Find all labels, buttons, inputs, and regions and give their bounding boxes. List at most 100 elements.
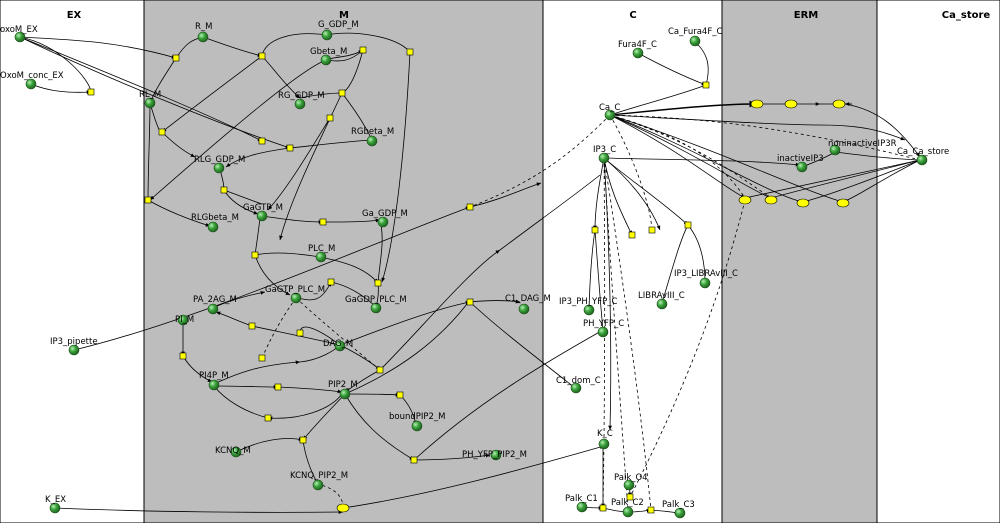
species-node-ph-yfp-c[interactable]: [597, 326, 609, 338]
reaction-node[interactable]: [374, 279, 382, 287]
reaction-node[interactable]: [158, 128, 166, 136]
species-node-noninactiveip3r[interactable]: [829, 144, 841, 156]
species-node-inactiveip3[interactable]: [796, 161, 808, 173]
edge: [603, 157, 629, 511]
species-node-ip3-libraviii-c[interactable]: [699, 277, 711, 289]
transport-node[interactable]: [832, 99, 846, 109]
species-node-palk-o4[interactable]: [623, 479, 635, 491]
reaction-node[interactable]: [466, 203, 474, 211]
reaction-node[interactable]: [628, 231, 636, 239]
species-node-ga-gdp-m[interactable]: [377, 216, 389, 228]
reaction-node[interactable]: [258, 137, 266, 145]
species-node-r-m[interactable]: [197, 31, 209, 43]
species-node-gagtp-m[interactable]: [256, 210, 268, 222]
edge: [637, 52, 707, 86]
transport-node[interactable]: [836, 198, 850, 208]
compartment-ca-store[interactable]: [876, 0, 1000, 523]
reaction-node[interactable]: [599, 504, 607, 512]
species-node-oxom-conc-ex[interactable]: [25, 78, 37, 90]
species-node-gagdp-plc-m[interactable]: [370, 302, 382, 314]
species-node-ip3-pipette[interactable]: [68, 344, 80, 356]
reaction-node[interactable]: [626, 493, 634, 501]
species-node-fura4f-c[interactable]: [632, 47, 644, 59]
species-node-gbeta-m[interactable]: [320, 54, 332, 66]
reaction-node[interactable]: [299, 436, 307, 444]
species-node-kcnq-pip2-m[interactable]: [312, 479, 324, 491]
edge: [593, 157, 605, 231]
species-node-ip3-c[interactable]: [598, 152, 610, 164]
reaction-node[interactable]: [684, 221, 692, 229]
species-node-gagtp-plc-m[interactable]: [290, 292, 302, 304]
reaction-node[interactable]: [396, 391, 404, 399]
transport-node[interactable]: [796, 198, 810, 208]
reaction-node[interactable]: [251, 251, 259, 259]
reaction-node[interactable]: [258, 52, 266, 60]
species-node-pi-m[interactable]: [177, 314, 189, 326]
species-node-ph-yfp-pip2-m[interactable]: [490, 449, 502, 461]
species-node-g-gdp-m[interactable]: [321, 29, 333, 41]
reaction-node[interactable]: [274, 383, 282, 391]
reaction-node[interactable]: [326, 114, 334, 122]
species-label: noninactiveIP3R: [828, 139, 897, 149]
reaction-node[interactable]: [296, 329, 304, 337]
reaction-node[interactable]: [179, 352, 187, 360]
reaction-node[interactable]: [406, 48, 414, 56]
transport-node[interactable]: [750, 99, 764, 109]
reaction-node[interactable]: [87, 88, 95, 96]
reaction-node[interactable]: [648, 226, 656, 234]
species-node-ca-ca-store[interactable]: [916, 154, 928, 166]
species-node-oxom-ex[interactable]: [14, 31, 26, 43]
species-node-dag-m[interactable]: [334, 340, 346, 352]
species-node-kcnq-m[interactable]: [230, 446, 242, 458]
transport-node[interactable]: [336, 503, 350, 513]
species-node-palk-c3[interactable]: [674, 507, 686, 519]
reaction-node[interactable]: [286, 144, 294, 152]
species-node-rlgbeta-m[interactable]: [207, 221, 219, 233]
reaction-node[interactable]: [264, 414, 272, 422]
species-node-k-ex[interactable]: [49, 502, 61, 514]
species-node-c1-dom-c[interactable]: [570, 382, 582, 394]
reaction-node[interactable]: [410, 456, 418, 464]
reaction-node[interactable]: [319, 218, 327, 226]
species-node-pa-2ag-m[interactable]: [207, 303, 219, 315]
transport-node[interactable]: [784, 99, 798, 109]
species-node-ca-c[interactable]: [604, 109, 616, 121]
species-node-pip2-m[interactable]: [339, 388, 351, 400]
species-node-palk-c1[interactable]: [576, 501, 588, 513]
reaction-node[interactable]: [359, 46, 367, 54]
species-node-palk-c2[interactable]: [622, 506, 634, 518]
compartment-ex[interactable]: [0, 0, 145, 523]
reaction-node[interactable]: [220, 186, 228, 194]
species-node-libraviii-c[interactable]: [656, 298, 668, 310]
edge: [289, 139, 373, 149]
reaction-node[interactable]: [144, 196, 152, 204]
reaction-node[interactable]: [376, 366, 384, 374]
reaction-node[interactable]: [466, 298, 474, 306]
reaction-node[interactable]: [327, 278, 335, 286]
species-node-plc-m[interactable]: [315, 251, 327, 263]
compartment-m[interactable]: [143, 0, 544, 523]
species-node-k-c[interactable]: [598, 438, 610, 450]
species-node-ca-fura4f-c[interactable]: [689, 35, 701, 47]
reaction-node[interactable]: [338, 89, 346, 97]
transport-node[interactable]: [738, 195, 752, 205]
species-node-rg-gdp-m[interactable]: [294, 98, 306, 110]
species-node-boundpip2-m[interactable]: [411, 420, 423, 432]
species-node-rgbeta-m[interactable]: [366, 135, 378, 147]
compartment-erm[interactable]: [721, 0, 878, 523]
species-node-pi4p-m[interactable]: [208, 379, 220, 391]
reaction-node[interactable]: [258, 354, 266, 362]
transport-node[interactable]: [764, 195, 778, 205]
reaction-node[interactable]: [172, 54, 180, 62]
species-node-rlg-gdp-m[interactable]: [213, 162, 225, 174]
reaction-node[interactable]: [248, 322, 256, 330]
reaction-node[interactable]: [702, 81, 710, 89]
compartment-c[interactable]: [542, 0, 723, 523]
species-node-rl-m[interactable]: [144, 97, 156, 109]
species-label: IP3_pipette: [50, 337, 98, 347]
reaction-node[interactable]: [647, 506, 655, 514]
species-node-c1-dag-m[interactable]: [518, 303, 530, 315]
species-node-ip3-ph-yfp-c[interactable]: [583, 304, 595, 316]
reaction-node[interactable]: [591, 226, 599, 234]
